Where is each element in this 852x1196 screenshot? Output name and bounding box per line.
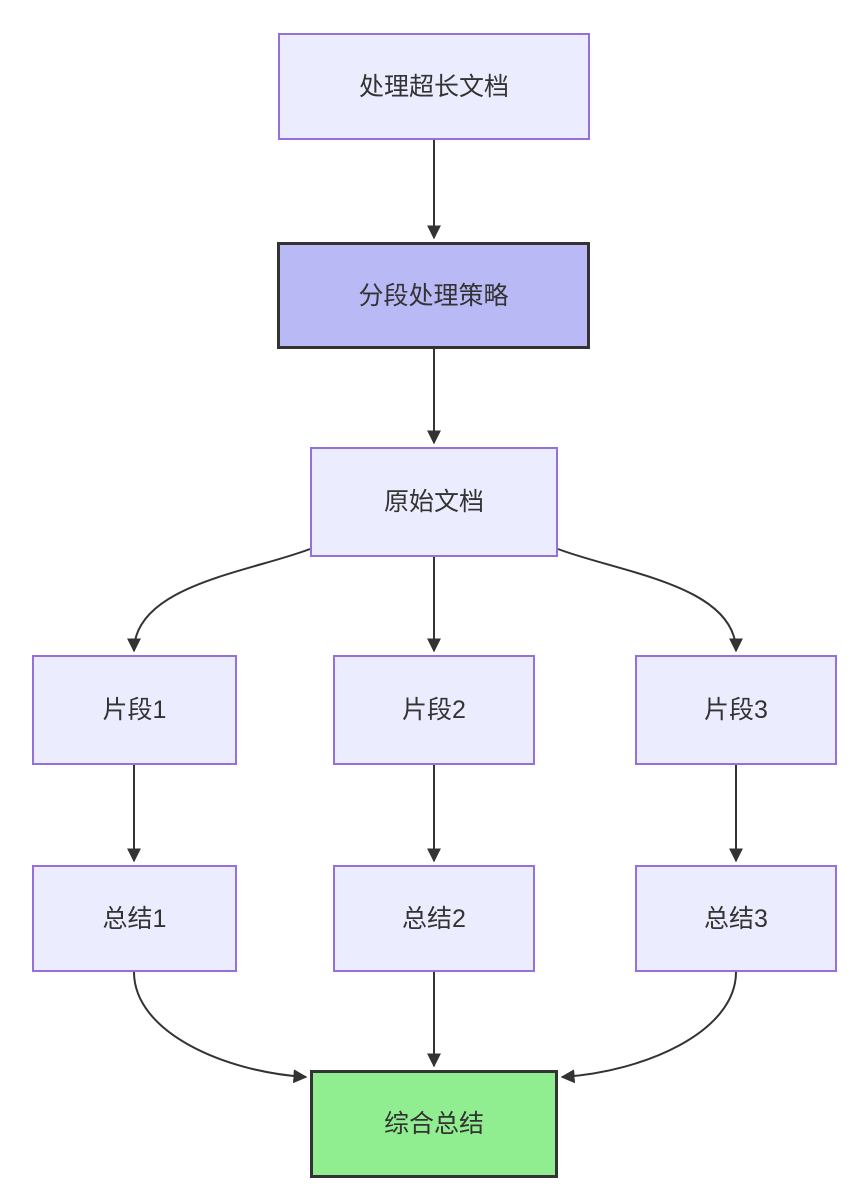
node-label: 片段3 [704,696,768,724]
edge-summary1-to-combined [133,971,308,1084]
node-fragment-2: 片段2 [333,655,535,765]
node-summary-2: 总结2 [333,865,535,972]
edge-original-to-fragment1 [127,548,311,653]
node-label: 片段2 [402,696,466,724]
node-label: 总结2 [402,904,466,933]
node-original-document: 原始文档 [310,447,558,557]
node-summary-1: 总结1 [32,865,237,972]
node-fragment-3: 片段3 [635,655,837,765]
node-label: 处理超长文档 [358,72,509,101]
node-process-long-document: 处理超长文档 [278,33,590,140]
node-label: 原始文档 [383,488,484,516]
node-label: 片段1 [102,696,167,724]
node-summary-3: 总结3 [635,865,837,972]
node-label: 综合总结 [383,1110,484,1138]
node-label: 总结3 [704,904,768,933]
node-combined-summary: 综合总结 [310,1070,558,1178]
node-segmentation-strategy: 分段处理策略 [277,242,590,349]
edge-summary3-to-combined [560,971,737,1084]
node-label: 分段处理策略 [358,281,509,310]
edge-original-to-fragment3 [557,548,743,653]
node-fragment-1: 片段1 [32,655,237,765]
node-label: 总结1 [102,904,167,933]
